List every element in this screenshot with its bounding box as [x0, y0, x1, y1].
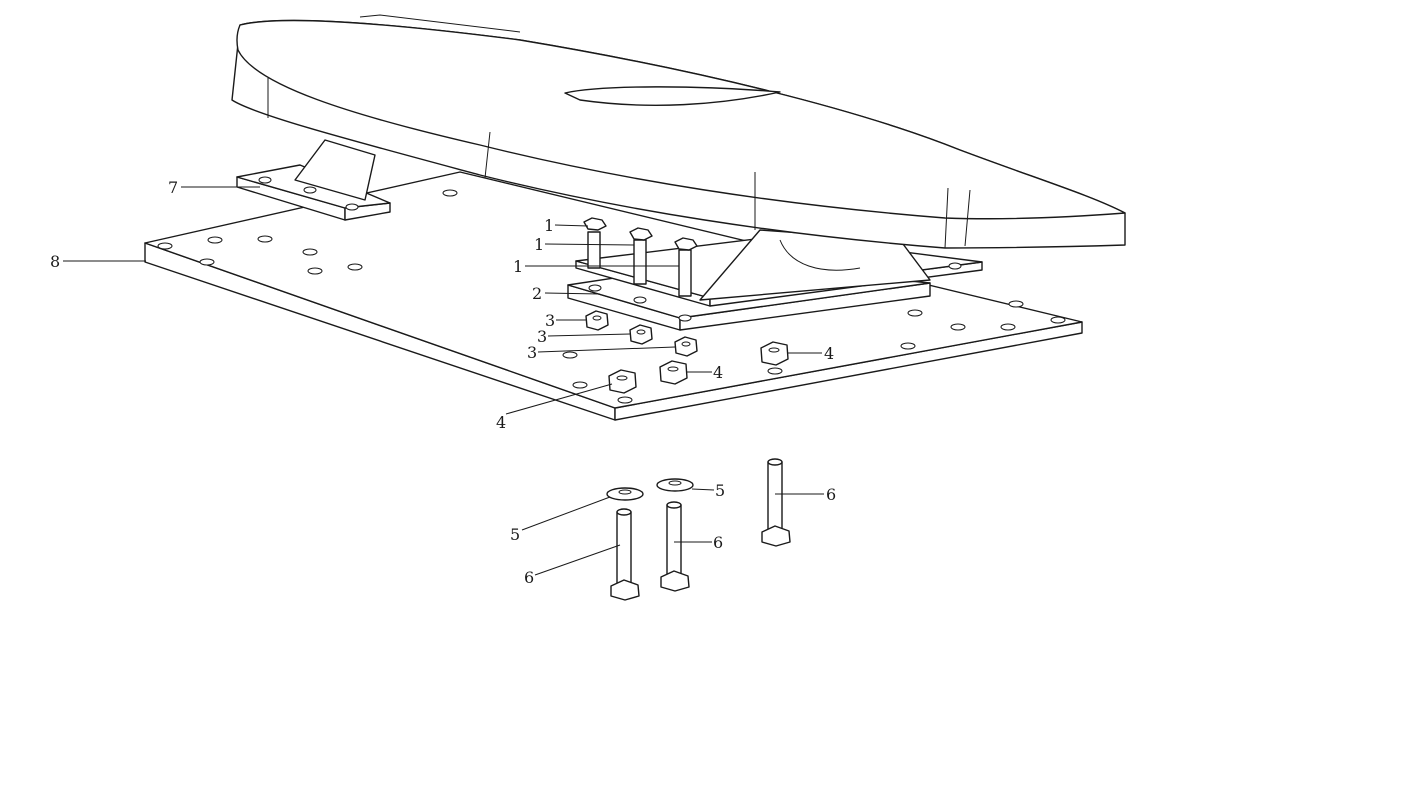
callout-labels: 1 1 1 2 3 3 3 4 4 4 5 5 6 6 6 7 8 [50, 178, 836, 587]
nuts [585, 310, 789, 394]
washers [606, 478, 694, 501]
callout-5a: 5 [510, 525, 520, 544]
top-bolts [583, 217, 698, 297]
callout-2: 2 [532, 284, 542, 303]
adapter-plate [567, 229, 983, 331]
callout-7: 7 [168, 178, 178, 197]
callout-1b: 1 [534, 235, 544, 254]
callout-1a: 1 [544, 216, 554, 235]
callout-6b: 6 [713, 533, 723, 552]
callout-3c: 3 [527, 343, 537, 362]
mounting-bracket [236, 139, 391, 221]
callout-3a: 3 [545, 311, 555, 330]
seat-shell [231, 14, 1126, 249]
callout-1c: 1 [513, 257, 523, 276]
callout-5b: 5 [715, 481, 725, 500]
callout-4b: 4 [713, 363, 723, 382]
callout-4a: 4 [496, 413, 506, 432]
callout-3b: 3 [537, 327, 547, 346]
callout-6c: 6 [826, 485, 836, 504]
leader-lines [63, 186, 824, 576]
callout-8: 8 [50, 252, 60, 271]
callout-4c: 4 [824, 344, 834, 363]
bottom-bolts [610, 458, 791, 601]
callout-6a: 6 [524, 568, 534, 587]
